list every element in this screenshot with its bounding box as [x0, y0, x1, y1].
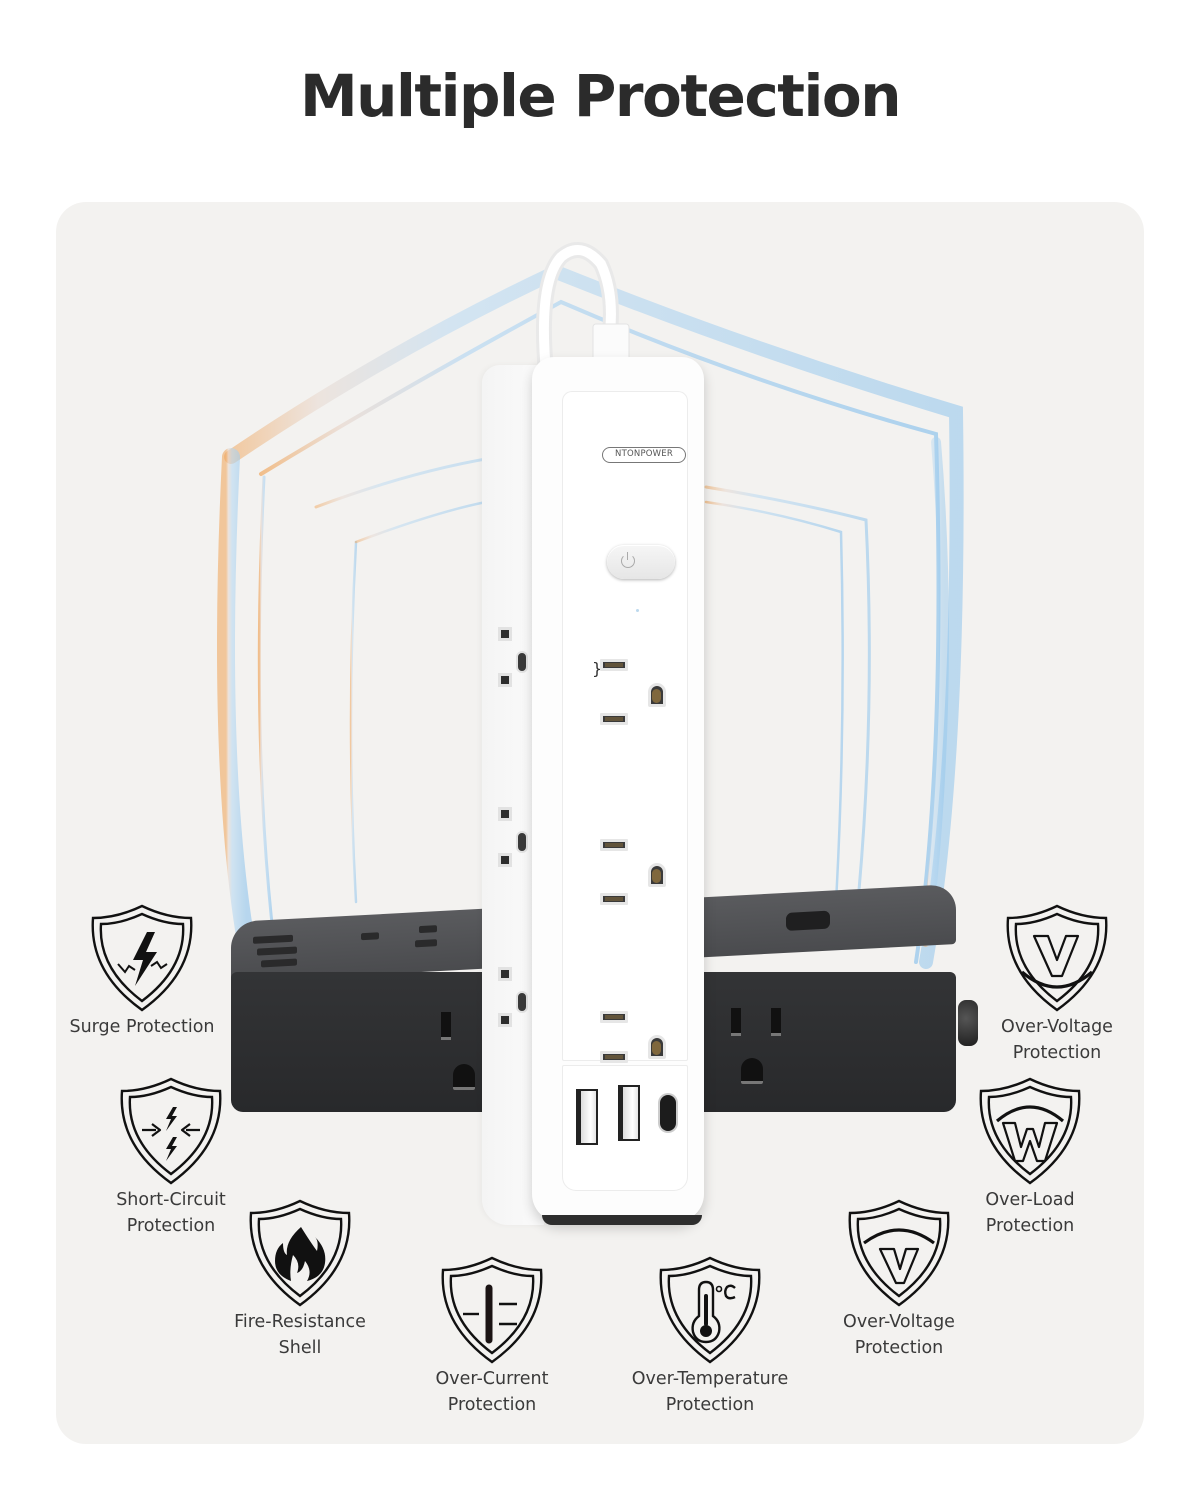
w-arc-shield-icon — [979, 1077, 1081, 1185]
v-arc-top-shield-icon — [848, 1199, 950, 1307]
outlet-blade — [600, 1011, 628, 1023]
usb-a-port — [576, 1089, 598, 1145]
usb-panel — [562, 1065, 688, 1191]
usb-slot — [261, 958, 297, 968]
lightning-bolt-shield-icon — [91, 904, 193, 1012]
outlet-blade — [600, 839, 628, 851]
strip-base-shadow — [542, 1215, 702, 1225]
feature-short-circuit-protection: Short-Circuit Protection — [71, 1075, 271, 1239]
converging-arrows-bolt-shield-icon — [120, 1077, 222, 1185]
feature-label: Over-Current — [435, 1369, 549, 1389]
power-icon — [621, 552, 635, 568]
outlet-slot — [771, 1008, 781, 1036]
feature-surge-protection: Surge Protection — [56, 902, 242, 1040]
outlet-blade — [600, 893, 628, 905]
outlet-blade — [600, 659, 628, 671]
side-outlet — [494, 807, 534, 877]
thermometer-celsius-shield-icon — [659, 1256, 761, 1364]
feature-over-voltage-protection-1: Over-Voltage Protection — [957, 902, 1144, 1066]
brand-logo: NTONPOWER — [602, 447, 686, 463]
outlet-slot — [731, 1008, 741, 1036]
usb-a-port — [618, 1085, 640, 1141]
flame-shield-icon — [249, 1199, 351, 1307]
outlet-blade — [600, 1051, 628, 1063]
usb-slot — [253, 934, 293, 944]
feature-label: Shell — [278, 1338, 322, 1358]
feature-label: Protection — [854, 1338, 944, 1358]
feature-label: Over-Load — [985, 1190, 1075, 1210]
feature-over-temperature-protection: Over-Temperature Protection — [610, 1254, 810, 1418]
feature-over-voltage-protection-2: Over-Voltage Protection — [799, 1197, 999, 1361]
side-outlet — [494, 967, 534, 1037]
outlet-slot — [419, 925, 437, 934]
ac-outlet — [592, 839, 682, 929]
feature-label: Protection — [985, 1216, 1075, 1236]
cord-strain-relief — [958, 1000, 978, 1046]
feature-label: Short-Circuit — [116, 1190, 226, 1210]
feature-label: Surge Protection — [69, 1017, 215, 1037]
strip-front-face: NTONPOWER } — [532, 357, 704, 1222]
feature-label: Protection — [1012, 1043, 1102, 1063]
outlet-ground — [741, 1058, 763, 1084]
outlet-ground — [453, 1064, 475, 1090]
outlet-ground — [648, 683, 666, 707]
black-strip-switch — [786, 910, 830, 931]
side-outlet — [494, 627, 534, 697]
feature-over-load-protection: Over-Load Protection — [930, 1075, 1130, 1239]
current-symbol-shield-icon — [441, 1256, 543, 1364]
feature-label: Protection — [126, 1216, 216, 1236]
feature-label: Over-Voltage — [843, 1312, 955, 1332]
usb-slot — [257, 946, 297, 956]
feature-label: Over-Voltage — [1001, 1017, 1113, 1037]
ac-outlet: } — [592, 659, 682, 749]
outlet-slot — [415, 939, 437, 948]
outlet-blade — [600, 713, 628, 725]
power-indicator-led — [636, 609, 639, 612]
feature-label: Fire-Resistance — [234, 1312, 366, 1332]
white-power-strip: NTONPOWER } — [482, 357, 704, 1227]
outlet-ground — [648, 1035, 666, 1059]
shield-glow-graphic — [217, 264, 964, 969]
feature-label: Protection — [665, 1395, 755, 1415]
outlet-slot — [361, 932, 379, 941]
usb-c-port — [660, 1095, 676, 1131]
page-title: Multiple Protection — [299, 62, 902, 130]
feature-over-current-protection: Over-Current Protection — [392, 1254, 592, 1418]
feature-fire-resistance-shell: Fire-Resistance Shell — [200, 1197, 400, 1361]
outlet-slot — [441, 1012, 451, 1040]
feature-label: Over-Temperature — [631, 1369, 789, 1389]
outlet-panel: NTONPOWER } — [562, 391, 688, 1063]
feature-label: Protection — [447, 1395, 537, 1415]
ac-outlet — [592, 1011, 682, 1101]
product-panel: NTONPOWER } — [56, 202, 1144, 1444]
outlet-ground — [648, 863, 666, 887]
power-switch[interactable] — [607, 545, 675, 579]
v-smile-shield-icon — [1006, 904, 1108, 1012]
